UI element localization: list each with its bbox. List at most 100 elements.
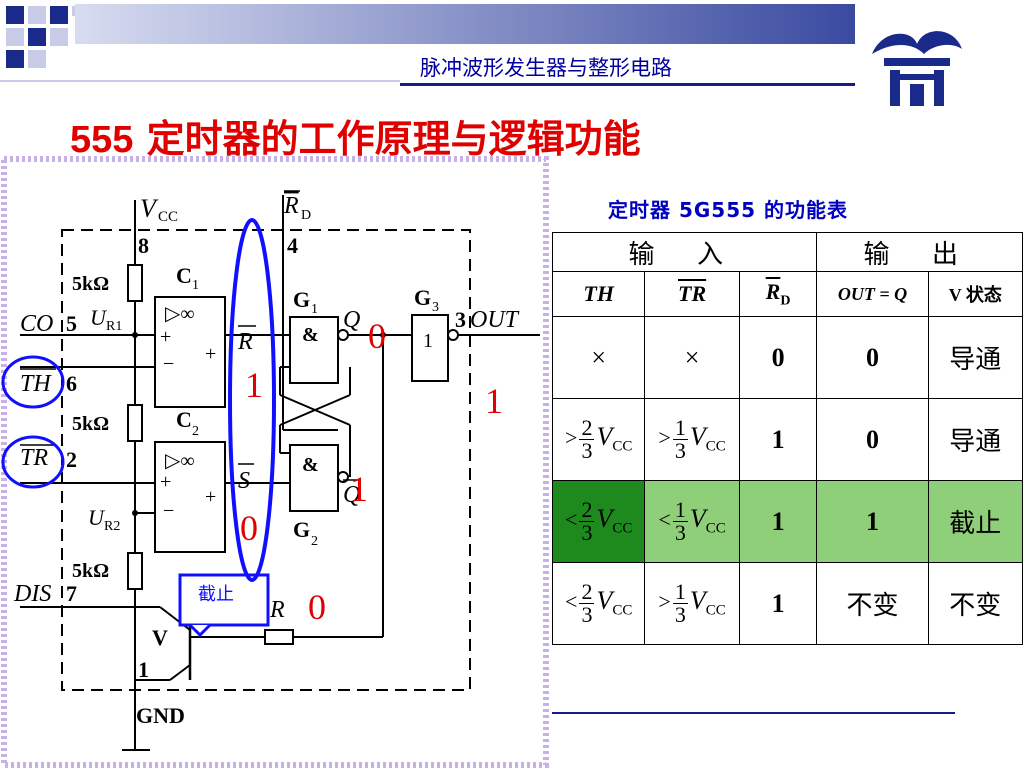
- g1-sym: &: [302, 324, 319, 346]
- col-tr: TR: [644, 271, 740, 317]
- pin-4: 4: [287, 233, 298, 258]
- gate-g1: [289, 316, 339, 384]
- transistor-v-label: V: [152, 625, 168, 650]
- rd-label: R: [283, 193, 299, 219]
- title-number: 555: [70, 119, 134, 161]
- table-row: × × 0 0 导通: [551, 316, 1024, 399]
- vcc-sub: CC: [158, 209, 178, 225]
- pin-8: 8: [138, 233, 149, 258]
- table-title: 定时器 5G555 的功能表: [608, 198, 849, 222]
- c1-plus-in: +: [160, 326, 171, 348]
- cell-rd: 1: [738, 480, 818, 563]
- pin-1: 1: [138, 657, 149, 682]
- header-rule: [400, 83, 855, 86]
- c2-label: C: [176, 407, 192, 432]
- th-ellipse: [1, 355, 65, 409]
- g3-label: G: [414, 285, 431, 310]
- ur1-label: U: [90, 305, 108, 330]
- out-label: OUT: [470, 307, 520, 333]
- cell-v: 导通: [927, 398, 1024, 481]
- cutoff-callout: [178, 573, 270, 627]
- qbar-value: 1: [350, 469, 368, 509]
- ur1-sub: R1: [106, 319, 122, 334]
- th-label: TH: [20, 371, 52, 397]
- title-text: 定时器的工作原理与逻辑功能: [133, 117, 641, 161]
- out-value: 1: [485, 381, 503, 421]
- g2-sym: &: [302, 454, 319, 476]
- bottom-rule: [552, 712, 955, 714]
- cell-out: 0: [816, 398, 929, 481]
- cell-rd: 1: [738, 562, 818, 645]
- qbar-label: Q: [343, 482, 360, 508]
- cell-out: 不变: [816, 562, 929, 645]
- c1-inf: ▷∞: [165, 303, 195, 325]
- cutoff-callout-text: 截止: [198, 584, 234, 604]
- comparator-c1: [154, 296, 226, 408]
- gnd-label: GND: [136, 703, 185, 728]
- diagram-border: [1, 156, 549, 768]
- res2-label: 5kΩ: [72, 413, 109, 435]
- q-value: 0: [368, 316, 386, 356]
- res3-label: 5kΩ: [72, 560, 109, 582]
- co-label: CO: [20, 311, 53, 337]
- col-out: OUT = Q: [816, 271, 929, 317]
- g3-sym: 1: [423, 330, 433, 352]
- rs-input-ellipse: [228, 218, 276, 582]
- g1-sub: 1: [311, 302, 318, 317]
- g2-sub: 2: [311, 534, 318, 549]
- rd-sub: D: [301, 208, 311, 223]
- col-v-state: V 状态: [927, 271, 1024, 317]
- cell-th: ×: [551, 316, 646, 399]
- cell-out: 1: [816, 480, 929, 563]
- cell-rd: 0: [738, 316, 818, 399]
- cell-rd: 1: [738, 398, 818, 481]
- comparator-c2: [154, 441, 226, 553]
- s-bar-label: S: [238, 468, 250, 494]
- input-group-header: 输 入: [551, 232, 818, 272]
- tr-ellipse: [1, 435, 65, 489]
- res1-label: 5kΩ: [72, 273, 109, 295]
- pin-5: 5: [66, 311, 77, 336]
- c1-sub: 1: [192, 278, 199, 293]
- r-node-value: 0: [308, 587, 326, 627]
- pin-3: 3: [455, 307, 466, 332]
- circuit-diagram: V CC 8 R D 4 5kΩ 5kΩ 5kΩ CO 5 U R1 C 1 ▷…: [1, 156, 549, 768]
- dragon-logo-icon: [872, 31, 962, 106]
- cell-tr: ×: [644, 316, 740, 399]
- r-bar-label: R: [237, 329, 253, 355]
- cell-v: 导通: [927, 316, 1024, 399]
- c2-inf: ▷∞: [165, 450, 195, 472]
- cell-out: 0: [816, 316, 929, 399]
- col-rd: RD: [738, 271, 818, 317]
- pin-2: 2: [66, 447, 77, 472]
- cell-v: 截止: [927, 480, 1024, 563]
- gate-g3: [411, 314, 449, 382]
- c2-plus-in: +: [160, 471, 171, 493]
- g1-label: G: [293, 287, 310, 312]
- resistor-r: [264, 629, 294, 645]
- pin-7: 7: [66, 581, 77, 606]
- g3-sub: 3: [432, 300, 439, 315]
- header-band: [75, 4, 855, 44]
- ur2-sub: R2: [104, 519, 120, 534]
- dis-label: DIS: [13, 581, 51, 607]
- cell-v: 不变: [927, 562, 1024, 645]
- g2-label: G: [293, 517, 310, 542]
- page-title: 555 定时器的工作原理与逻辑功能: [70, 108, 641, 163]
- chapter-underline: [0, 80, 400, 82]
- c2-minus-in: −: [163, 500, 174, 522]
- c2-sub: 2: [192, 424, 199, 439]
- function-table: 输 入 输 出 TH TR RD OUT = Q V 状态 × × 0 0 导通…: [551, 232, 1024, 645]
- resistor-2: [127, 404, 143, 442]
- col-th: TH: [551, 271, 646, 317]
- c1-minus-in: −: [163, 353, 174, 375]
